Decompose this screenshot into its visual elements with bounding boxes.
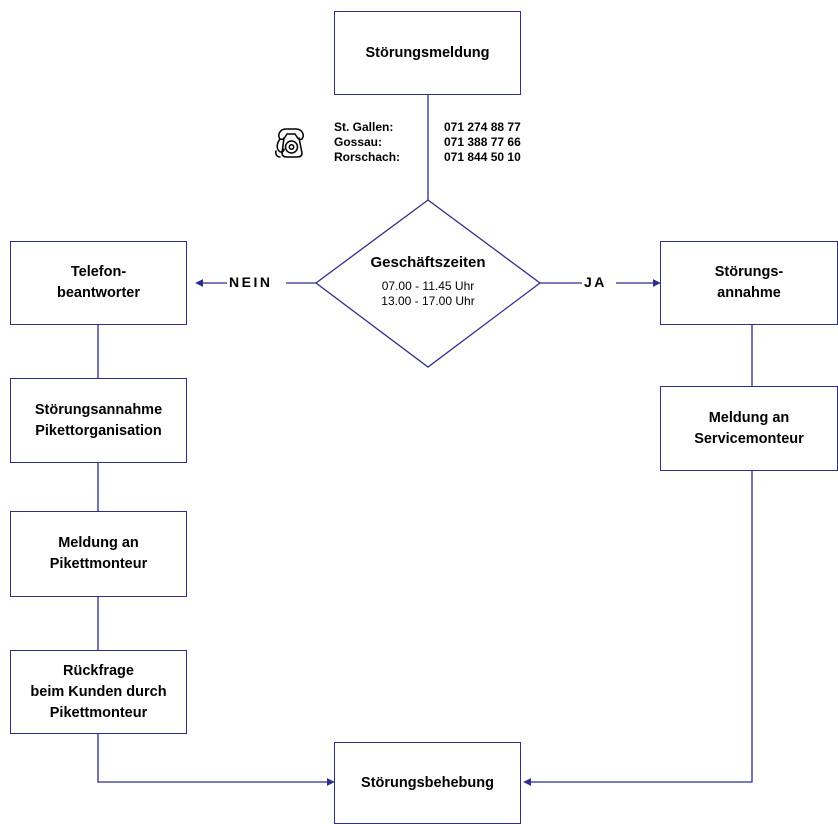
- node-stoerungsbehebung: Störungsbehebung: [334, 742, 521, 824]
- telephone-icon: [275, 128, 304, 158]
- contact-row: Rorschach: 071 844 50 10: [334, 150, 521, 165]
- connector-left-to-behebung: [97, 733, 335, 786]
- node-stoerungsmeldung: Störungsmeldung: [334, 11, 521, 95]
- decision-time-1: 07.00 - 11.45 Uhr: [381, 279, 475, 293]
- branch-label-ja: JA: [582, 274, 609, 290]
- contact-row: St. Gallen: 071 274 88 77: [334, 120, 521, 135]
- branch-label-nein: NEIN: [227, 274, 275, 290]
- contact-row: Gossau: 071 388 77 66: [334, 135, 521, 150]
- contact-phone: 071 274 88 77: [444, 120, 521, 134]
- contact-city: Rorschach:: [334, 150, 401, 164]
- node-meldung-servicemonteur: Meldung an Servicemonteur: [660, 386, 838, 471]
- node-stoerungsannahme-pikettorganisation: Störungsannahme Pikettorganisation: [10, 378, 187, 463]
- connector-right-to-behebung: [523, 470, 753, 786]
- node-meldung-pikettmonteur: Meldung an Pikettmonteur: [10, 511, 187, 597]
- decision-diamond: [314, 199, 542, 368]
- contact-city: St. Gallen:: [334, 120, 394, 134]
- contact-phone: 071 388 77 66: [444, 135, 521, 149]
- decision-title: Geschäftszeiten: [370, 254, 486, 271]
- contact-phone: 071 844 50 10: [444, 150, 521, 164]
- node-telefonbeantworter: Telefon- beantworter: [10, 241, 187, 325]
- contact-list: St. Gallen: 071 274 88 77 Gossau: 071 38…: [334, 120, 521, 165]
- node-stoerungsannahme: Störungs- annahme: [660, 241, 838, 325]
- decision-label: Geschäftszeiten 07.00 - 11.45 Uhr 13.00 …: [338, 254, 518, 309]
- node-rueckfrage-kunde: Rückfrage beim Kunden durch Pikettmonteu…: [10, 650, 187, 734]
- contact-city: Gossau:: [334, 135, 383, 149]
- decision-time-2: 13.00 - 17.00 Uhr: [381, 294, 475, 308]
